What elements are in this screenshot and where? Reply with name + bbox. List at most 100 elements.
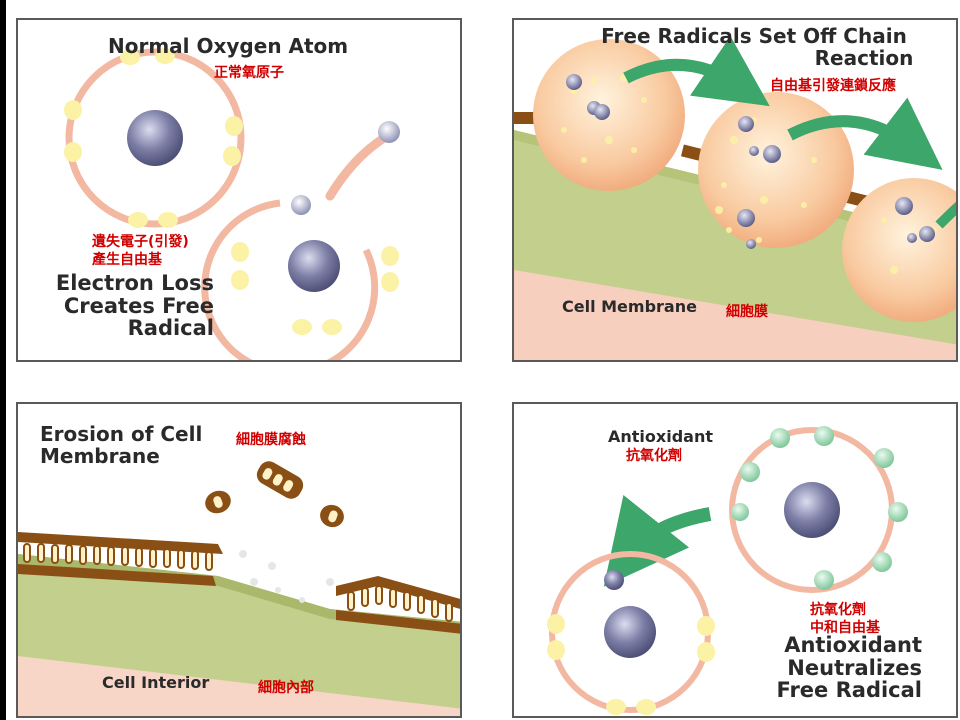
- title-line1: Free Radicals Set Off Chain: [601, 24, 907, 48]
- loss-caption: Electron Loss Creates Free Radical: [38, 272, 214, 340]
- panel-title-zh: 細胞膜腐蝕: [236, 432, 306, 448]
- antioxidant-electron: [740, 462, 760, 482]
- donation-arrow: [603, 494, 712, 587]
- neutralize-caption-zh: 抗氧化劑 中和自由基: [810, 602, 880, 637]
- loss-caption-zh: 遺失電子(引發) 產生自由基: [92, 234, 189, 269]
- chain-arrow: [623, 36, 770, 107]
- chain-arrow: [935, 201, 956, 229]
- electron: [636, 699, 656, 715]
- panel-normal-oxygen-atom: Normal Oxygen Atom 正常氧原子 遺失電子(引發) 產生自由基 …: [16, 18, 462, 362]
- electron: [64, 100, 82, 120]
- antioxidant-diagram: [547, 426, 908, 715]
- electron: [547, 614, 565, 634]
- chain-reaction-diagram: [514, 36, 956, 360]
- antioxidant-electron: [814, 570, 834, 590]
- antioxidant-electron: [770, 428, 790, 448]
- radical: [566, 74, 582, 90]
- title-line2: Membrane: [40, 443, 160, 468]
- radical: [749, 146, 759, 156]
- neutralized-atom-nucleus: [604, 606, 656, 658]
- panel-title: Normal Oxygen Atom: [108, 34, 349, 58]
- radical: [737, 209, 755, 227]
- electron: [128, 212, 148, 228]
- normal-atom-nucleus: [127, 110, 183, 166]
- electron: [292, 319, 312, 335]
- electron: [231, 270, 249, 290]
- escape-trail: [325, 133, 389, 201]
- neutral-line3: Free Radical: [776, 678, 922, 703]
- neutral-zh-line2: 中和自由基: [810, 619, 880, 636]
- neutralized-atom: [547, 551, 715, 715]
- radical: [763, 145, 781, 163]
- electron: [231, 242, 249, 262]
- loss-line1: Electron Loss: [55, 271, 214, 295]
- panel-erosion: Erosion of Cell Membrane 細胞膜腐蝕 Cell Inte…: [16, 402, 462, 718]
- panel-title: Erosion of Cell Membrane: [40, 422, 203, 468]
- electron: [155, 48, 175, 64]
- electron: [606, 699, 626, 715]
- membrane-fragment: [205, 490, 231, 514]
- neutral-line2: Neutralizes: [787, 655, 922, 680]
- radical: [919, 226, 935, 242]
- interior-label-zh: 細胞內部: [258, 680, 314, 696]
- lone-electron: [291, 195, 311, 215]
- atom-diagram: [64, 48, 400, 360]
- chain-arrow: [787, 97, 943, 170]
- loss-line2: Creates Free: [63, 293, 214, 318]
- electron: [381, 272, 399, 292]
- antioxidant-label-zh: 抗氧化劑: [626, 448, 682, 464]
- electron: [223, 146, 241, 166]
- antioxidant-electron: [872, 552, 892, 572]
- loss-zh-line1: 遺失電子(引發): [92, 234, 189, 250]
- title-line1: Erosion of Cell: [40, 422, 203, 446]
- electron: [697, 616, 715, 636]
- antioxidant-electron: [888, 502, 908, 522]
- left-edge-bar: [0, 0, 6, 720]
- radical: [907, 233, 917, 243]
- incoming-electron: [604, 570, 624, 590]
- antioxidant-electron: [874, 448, 894, 468]
- electron: [697, 642, 715, 662]
- electron: [547, 640, 565, 660]
- neutral-line1: Antioxidant: [784, 633, 922, 657]
- title-line2: Reaction: [814, 45, 914, 70]
- panel-title: Free Radicals Set Off Chain Reaction: [554, 24, 954, 70]
- electron: [158, 212, 178, 228]
- antioxidant-nucleus: [784, 482, 840, 538]
- interior-label: Cell Interior: [102, 673, 210, 692]
- lipid-bilayer-right: [336, 576, 460, 634]
- neutral-zh-line1: 抗氧化劑: [810, 602, 866, 618]
- radical: [746, 239, 756, 249]
- neutralize-caption: Antioxidant Neutralizes Free Radical: [734, 634, 922, 702]
- membrane-label-zh: 細胞膜: [726, 304, 768, 320]
- electron: [322, 319, 342, 335]
- membrane-label: Cell Membrane: [562, 297, 697, 316]
- escaping-electron: [378, 121, 400, 143]
- membrane-fragment: [256, 461, 304, 499]
- panel-antioxidant: Antioxidant 抗氧化劑 抗氧化劑 中和自由基 Antioxidant …: [512, 402, 958, 718]
- normal-atom: [64, 48, 245, 228]
- radical-atom-orbit: [201, 199, 379, 360]
- erosion-diagram: [18, 461, 460, 716]
- radical: [594, 104, 610, 120]
- panel-title-zh: 正常氧原子: [214, 65, 284, 81]
- antioxidant-electron: [814, 426, 834, 446]
- lipid-bilayer-left: [18, 532, 223, 586]
- radical-atom-nucleus: [288, 240, 340, 292]
- loss-zh-line2: 產生自由基: [92, 251, 162, 268]
- electron: [225, 116, 243, 136]
- electron: [64, 142, 82, 162]
- radical: [895, 197, 913, 215]
- lipid-cell: [842, 178, 956, 322]
- membrane-pink-layer: [514, 265, 956, 360]
- electron: [120, 49, 140, 65]
- panel-title-zh: 自由基引發連鎖反應: [770, 78, 896, 94]
- antioxidant-label: Antioxidant: [608, 427, 713, 446]
- electron: [381, 246, 399, 266]
- debris: [239, 550, 334, 603]
- normal-atom-orbit: [65, 48, 245, 228]
- radical: [738, 116, 754, 132]
- membrane-fragment: [320, 504, 344, 528]
- lipid-cell: [698, 92, 854, 248]
- panel-chain-reaction: Free Radicals Set Off Chain Reaction 自由基…: [512, 18, 958, 362]
